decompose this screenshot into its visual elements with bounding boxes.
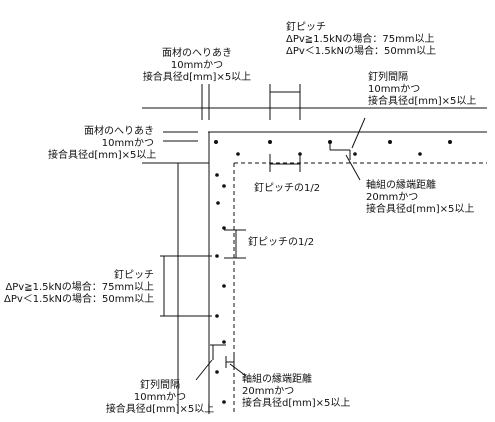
- label-line: ΔPv≧1.5kNの場合：75mm以上: [5, 282, 154, 293]
- label-edge-top: 面材のへりあき 10mmかつ 接合具径d[mm]×5以上: [138, 48, 256, 84]
- leader-frame-edge-right: [345, 154, 361, 181]
- nail: [236, 152, 240, 156]
- label-line: 接合具径d[mm]×5以上: [368, 96, 477, 107]
- nail: [215, 254, 219, 258]
- label-line: 接合具径d[mm]×5以上: [105, 404, 215, 415]
- label-nail-pitch-top: 釘ピッチ ΔPv≧1.5kNの場合：75mm以上 ΔPv＜1.5kNの場合：50…: [286, 22, 436, 58]
- label-line: 10mmかつ: [133, 392, 187, 403]
- label-edge-left: 面材のへりあき 10mmかつ 接合具径d[mm]×5以上: [48, 126, 157, 162]
- label-title: 面材のへりあき: [84, 126, 154, 137]
- label-title: 釘ピッチ: [286, 22, 326, 33]
- nail: [215, 314, 219, 318]
- label-title: 釘ピッチ: [114, 270, 154, 281]
- leader-frame-edge-bottom: [229, 363, 247, 377]
- nail: [388, 140, 392, 144]
- nail: [222, 340, 226, 344]
- nail: [215, 370, 219, 374]
- label-row-spacing-bottom: 釘列間隔 10mmかつ 接合具径d[mm]×5以上: [100, 380, 220, 416]
- nail: [328, 140, 332, 144]
- nail: [222, 400, 226, 404]
- label-line: 10mmかつ: [101, 138, 154, 149]
- label-line: 20mmかつ: [242, 386, 295, 397]
- nail: [448, 140, 452, 144]
- nail: [216, 201, 220, 205]
- label-title: 面材のへりあき: [162, 48, 232, 59]
- label-line: 接合具径d[mm]×5以上: [366, 204, 475, 215]
- nail: [298, 152, 302, 156]
- label-half-pitch-vertical: 釘ピッチの1/2: [248, 237, 315, 248]
- label-row-spacing-top: 釘列間隔 10mmかつ 接合具径d[mm]×5以上: [368, 72, 476, 108]
- label-title: 釘列間隔: [368, 72, 408, 83]
- leader-rowspacing-bottom: [195, 359, 213, 381]
- nail: [222, 284, 226, 288]
- label-line: 接合具径d[mm]×5以上: [242, 398, 351, 409]
- label-line: 10mmかつ: [368, 84, 421, 95]
- nail: [222, 226, 226, 230]
- label-frame-edge-right: 軸組の縁端距離 20mmかつ 接合具径d[mm]×5以上: [366, 180, 474, 216]
- label-title: 軸組の縁端距離: [366, 180, 436, 191]
- label-line: ΔPv＜1.5kNの場合：50mm以上: [4, 294, 155, 305]
- label-half-pitch-horizontal: 釘ピッチの1/2: [254, 183, 321, 194]
- label-line: ΔPv＜1.5kNの場合：50mm以上: [286, 46, 437, 57]
- label-title: 軸組の縁端距離: [242, 374, 312, 385]
- nail: [215, 173, 219, 177]
- label-frame-edge-bottom: 軸組の縁端距離 20mmかつ 接合具径d[mm]×5以上: [242, 374, 350, 410]
- nail: [222, 184, 226, 188]
- nail: [418, 152, 422, 156]
- nail: [214, 140, 218, 144]
- label-line: 20mmかつ: [366, 192, 419, 203]
- leader-rowspacing-top: [351, 117, 366, 149]
- label-line: ΔPv≧1.5kNの場合：75mm以上: [286, 34, 435, 45]
- label-line: 接合具径d[mm]×5以上: [142, 72, 252, 83]
- label-line: 10mmかつ: [170, 60, 224, 71]
- label-title: 釘列間隔: [140, 380, 180, 391]
- nail: [268, 140, 272, 144]
- label-line: 接合具径d[mm]×5以上: [48, 150, 157, 161]
- label-nail-pitch-left: 釘ピッチ ΔPv≧1.5kNの場合：75mm以上 ΔPv＜1.5kNの場合：50…: [4, 270, 154, 306]
- nail: [353, 152, 357, 156]
